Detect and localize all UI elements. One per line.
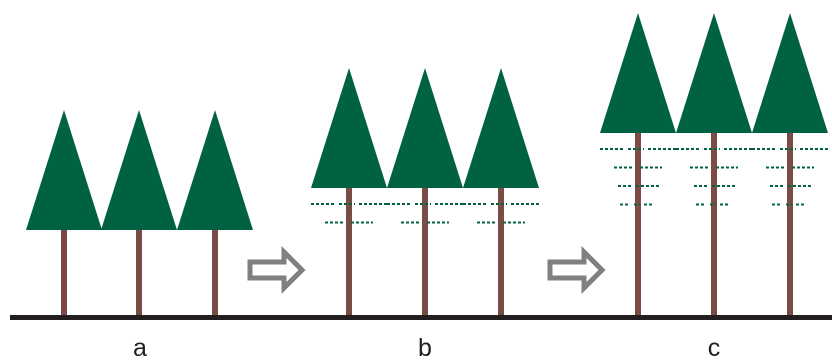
tree-trunk bbox=[61, 228, 67, 315]
stage-label-a: a bbox=[133, 334, 147, 362]
stage-label-c: c bbox=[707, 334, 721, 362]
tree-trunk bbox=[711, 131, 717, 315]
tree-trunk bbox=[346, 186, 352, 315]
tree-crown bbox=[463, 68, 539, 188]
tree-trunk bbox=[422, 186, 428, 315]
right-arrow-icon bbox=[247, 245, 306, 295]
tree-crown bbox=[26, 110, 102, 230]
tree-crown bbox=[311, 68, 387, 188]
stage-b-group bbox=[311, 68, 539, 315]
tree-trunk bbox=[136, 228, 142, 315]
right-arrow-icon bbox=[547, 245, 606, 295]
stage-label-b: b bbox=[418, 334, 432, 362]
stage-c-group bbox=[600, 13, 828, 315]
arrows-group bbox=[247, 245, 606, 295]
tree-crown bbox=[101, 110, 177, 230]
tree-crown bbox=[177, 110, 253, 230]
tree-trunk bbox=[787, 131, 793, 315]
tree-crown bbox=[387, 68, 463, 188]
tree-trunk bbox=[498, 186, 504, 315]
tree-trunk bbox=[635, 131, 641, 315]
tree-crown bbox=[600, 13, 676, 133]
ground-line bbox=[10, 315, 832, 320]
stage-a-group bbox=[26, 110, 253, 315]
tree-trunk bbox=[212, 228, 218, 315]
tree-crown bbox=[676, 13, 752, 133]
tree-crown bbox=[752, 13, 828, 133]
